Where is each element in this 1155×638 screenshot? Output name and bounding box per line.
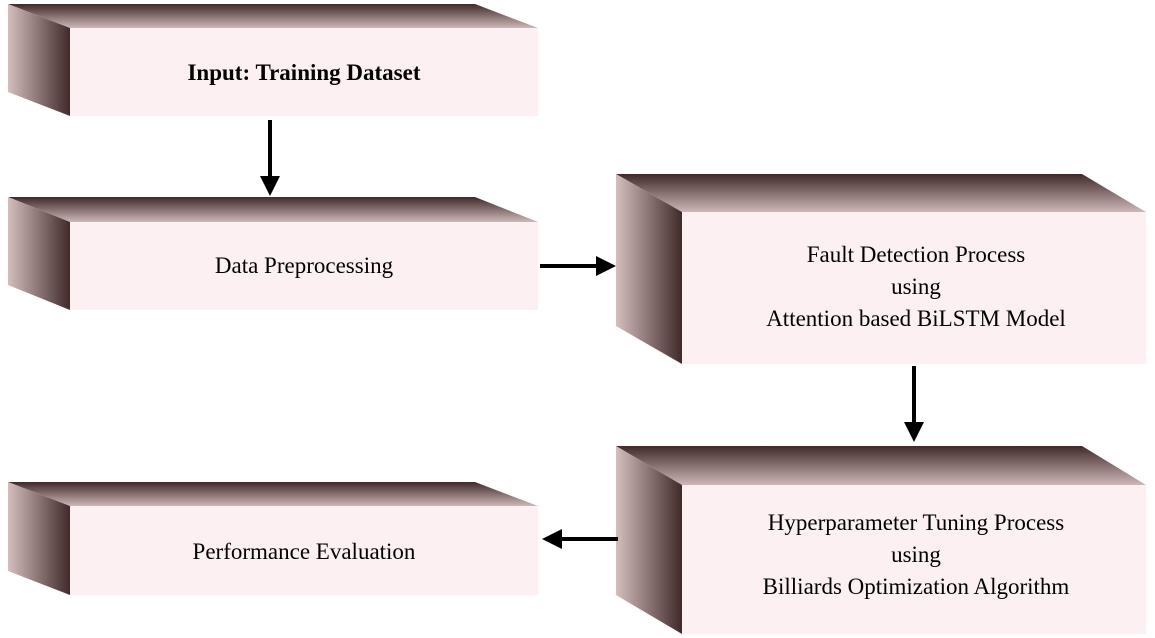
box-label-line: Fault Detection Process [807,242,1026,267]
box-label-line: Hyperparameter Tuning Process [768,510,1064,535]
box-label-line: using [891,274,941,299]
box-label-line: Performance Evaluation [193,539,416,564]
preprocessing-box-label: Data Preprocessing [215,253,394,278]
evaluation-box: Performance Evaluation [8,482,538,595]
preprocessing-box: Data Preprocessing [8,197,538,310]
input-box: Input: Training Dataset [8,4,538,116]
box-label-line: Input: Training Dataset [187,60,420,85]
box-label-line: Data Preprocessing [215,253,394,278]
input-box-label: Input: Training Dataset [187,60,420,85]
box-label-line: using [891,542,941,567]
evaluation-box-label: Performance Evaluation [193,539,416,564]
box-label-line: Billiards Optimization Algorithm [763,574,1070,599]
box-label-line: Attention based BiLSTM Model [766,306,1066,331]
